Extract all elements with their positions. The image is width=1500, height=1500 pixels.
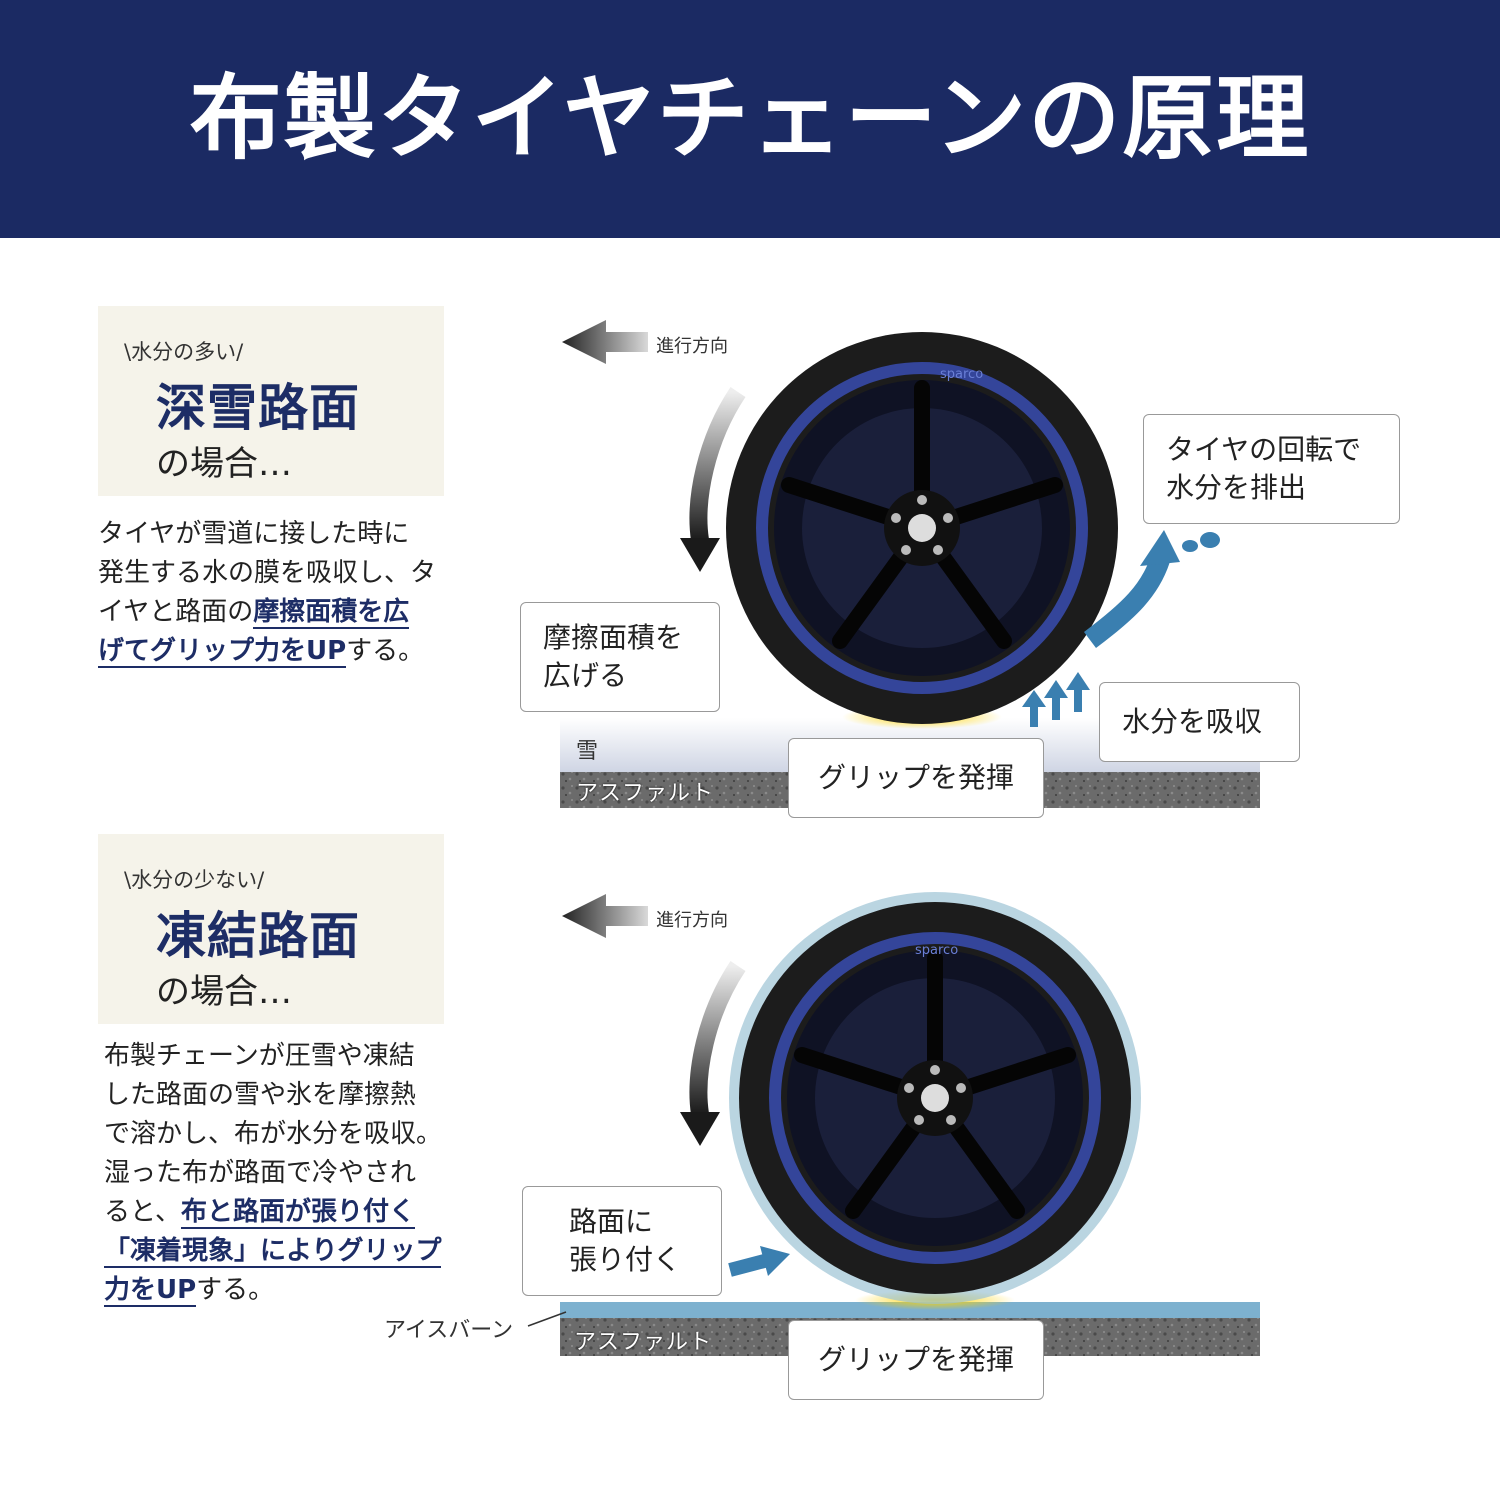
emphasis-text: 「凍着現象」によりグリップ [104, 1236, 442, 1268]
callout-friction: 摩擦面積を 広げる [520, 602, 720, 712]
callout-grip: グリップを発揮 [788, 738, 1044, 818]
asphalt-label: アスファルト [574, 1330, 713, 1355]
callout-absorb: 水分を吸収 [1099, 682, 1300, 762]
brand-logo: sparco [915, 943, 958, 958]
water-absorb-arrows-icon [1022, 672, 1090, 727]
card-suffix: の場合… [156, 972, 292, 1012]
card-title: 凍結路面 [156, 907, 360, 965]
brand-logo: sparco [940, 367, 983, 382]
desc-line: で溶かし、布が水分を吸収。 [104, 1119, 443, 1149]
emphasis-text: げてグリップ力をUP [98, 636, 347, 668]
callout-grip: グリップを発揮 [788, 1320, 1044, 1400]
emphasis-text: 摩擦面積を広 [253, 597, 410, 629]
desc-line: 湿った布が路面で冷やされ [104, 1158, 417, 1188]
section-card-deep-snow: \水分の多い/ 深雪路面 の場合… [98, 306, 444, 496]
desc-line: 「凍着現象」によりグリップ [104, 1232, 454, 1271]
asphalt-label: アスファルト [576, 781, 715, 806]
desc-line: 発生する水の膜を吸収し、タ [98, 558, 437, 588]
desc-line: 布製チェーンが圧雪や凍結 [104, 1041, 415, 1071]
direction-indicator: 進行方向 [562, 894, 782, 942]
header-banner: 布製タイヤチェーンの原理 [0, 0, 1500, 238]
tire-wheel-icon: sparco [729, 892, 1141, 1304]
direction-indicator: 進行方向 [562, 320, 782, 368]
desc-line: げてグリップ力をUPする。 [98, 636, 425, 668]
section-card-frozen: \水分の少ない/ 凍結路面 の場合… [98, 834, 444, 1024]
card-suffix: の場合… [156, 444, 292, 484]
callout-stick: 路面に 張り付く [522, 1186, 722, 1296]
water-drain-arrow-icon [1083, 530, 1220, 648]
desc-line: 力をUPする。 [104, 1275, 275, 1307]
card-title: 深雪路面 [156, 379, 360, 437]
ice-label-leader [527, 1311, 567, 1327]
section-description: 布製チェーンが圧雪や凍結 した路面の雪や氷を摩擦熱 で溶かし、布が水分を吸収。 … [104, 1037, 454, 1310]
callout-drain: タイヤの回転で 水分を排出 [1143, 414, 1400, 524]
desc-line: イヤと路面の摩擦面積を広 [98, 597, 410, 629]
direction-label: 進行方向 [656, 336, 728, 357]
ice-layer [560, 1302, 1260, 1318]
card-kicker: \水分の少ない/ [124, 868, 265, 892]
emphasis-text: 力をUP [104, 1275, 197, 1307]
ice-label: アイスバーン [384, 1318, 514, 1343]
desc-line: ると、布と路面が張り付く [104, 1197, 415, 1229]
desc-line: タイヤが雪道に接した時に [98, 519, 410, 549]
page-title: 布製タイヤチェーンの原理 [189, 65, 1311, 172]
direction-arrow-icon [562, 894, 648, 938]
tire-wheel-icon: sparco [726, 332, 1118, 724]
rotation-arrow-icon [680, 961, 746, 1146]
rotation-arrow-icon [680, 387, 746, 572]
direction-arrow-icon [562, 320, 648, 364]
desc-line: した路面の雪や氷を摩擦熱 [104, 1080, 417, 1110]
card-kicker: \水分の多い/ [124, 340, 244, 364]
stick-arrow-icon [728, 1246, 790, 1277]
direction-label: 進行方向 [656, 910, 728, 931]
section-description: タイヤが雪道に接した時に 発生する水の膜を吸収し、タ イヤと路面の摩擦面積を広 … [98, 515, 448, 671]
emphasis-text: 布と路面が張り付く [180, 1197, 415, 1229]
water-drop-icon [1182, 540, 1198, 552]
snow-label: 雪 [576, 739, 599, 764]
water-drop-icon [1200, 532, 1220, 548]
